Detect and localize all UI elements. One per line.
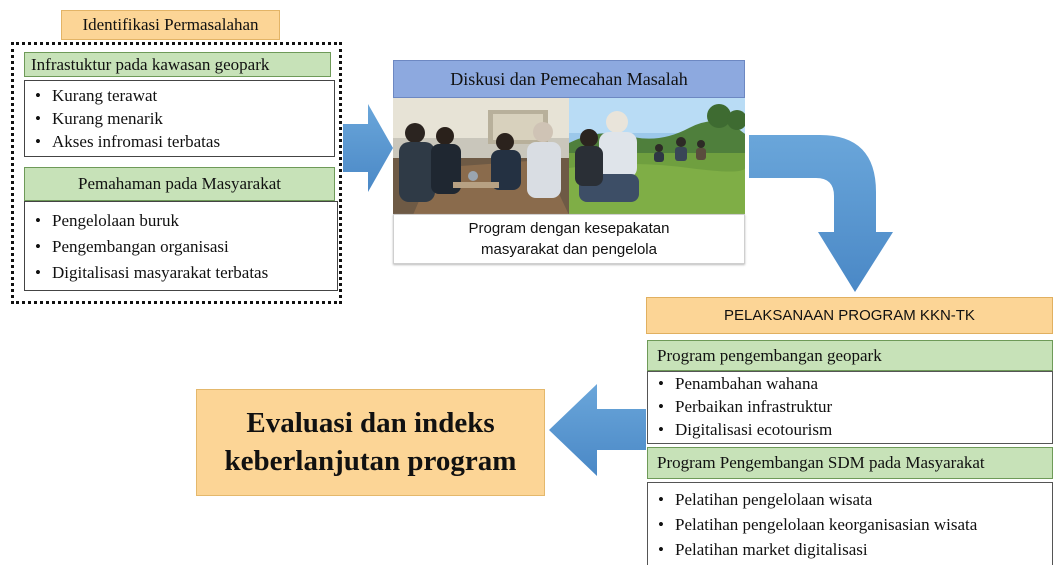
infrastruktur-header: Infrastuktur pada kawasan geopark	[24, 52, 331, 77]
problem-frame	[11, 42, 342, 304]
list-item: Pengelolaan buruk	[25, 208, 337, 234]
arrow-to-pelaksanaan	[749, 135, 893, 292]
list-item: Kurang menarik	[25, 107, 334, 130]
arrow-to-evaluasi	[549, 384, 646, 476]
list-item: Penambahan wahana	[648, 372, 1052, 395]
evaluasi-box: Evaluasi dan indeks keberlanjutan progra…	[196, 389, 545, 496]
list-item: Pelatihan market digitalisasi	[648, 537, 1052, 562]
list-item: Kurang terawat	[25, 84, 334, 107]
pemahaman-header: Pemahaman pada Masyarakat	[24, 167, 335, 201]
evaluasi-line: Evaluasi dan indeks	[246, 407, 495, 439]
list-item: Akses infromasi terbatas	[25, 130, 334, 153]
identifikasi-title: Identifikasi Permasalahan	[61, 10, 280, 40]
list-item: Pengembangan organisasi	[25, 234, 337, 260]
list-item: Pelatihan pengelolaan keorganisasian wis…	[648, 512, 1052, 537]
list-item: Digitalisasi ecotourism	[648, 418, 1052, 441]
evaluasi-line: keberlanjutan program	[224, 445, 517, 477]
list-item: Pelatihan pengelolaan wisata	[648, 487, 1052, 512]
program-geopark-list-box: Penambahan wahana Perbaikan infrastruktu…	[647, 371, 1053, 444]
program-sdm-header: Program Pengembangan SDM pada Masyarakat	[647, 447, 1053, 479]
pemahaman-list-box: Pengelolaan buruk Pengembangan organisas…	[24, 201, 338, 291]
program-sdm-list-box: Pelatihan pengelolaan wisata Pelatihan p…	[647, 482, 1053, 565]
pelaksanaan-title: PELAKSANAAN PROGRAM KKN-TK	[646, 297, 1053, 334]
list-item: Perbaikan infrastruktur	[648, 395, 1052, 418]
discussion-photo-outdoor	[569, 98, 745, 215]
diskusi-title: Diskusi dan Pemecahan Masalah	[393, 60, 745, 98]
program-geopark-header: Program pengembangan geopark	[647, 340, 1053, 371]
diskusi-caption: Program dengan kesepakatan masyarakat da…	[393, 214, 745, 264]
discussion-photo-indoor	[393, 98, 569, 215]
caption-line: Program dengan kesepakatan	[468, 220, 670, 237]
list-item: Digitalisasi masyarakat terbatas	[25, 260, 337, 286]
infrastruktur-list-box: Kurang terawat Kurang menarik Akses infr…	[24, 80, 335, 157]
arrow-to-diskusi	[343, 104, 393, 192]
caption-line: masyarakat dan pengelola	[481, 241, 657, 258]
